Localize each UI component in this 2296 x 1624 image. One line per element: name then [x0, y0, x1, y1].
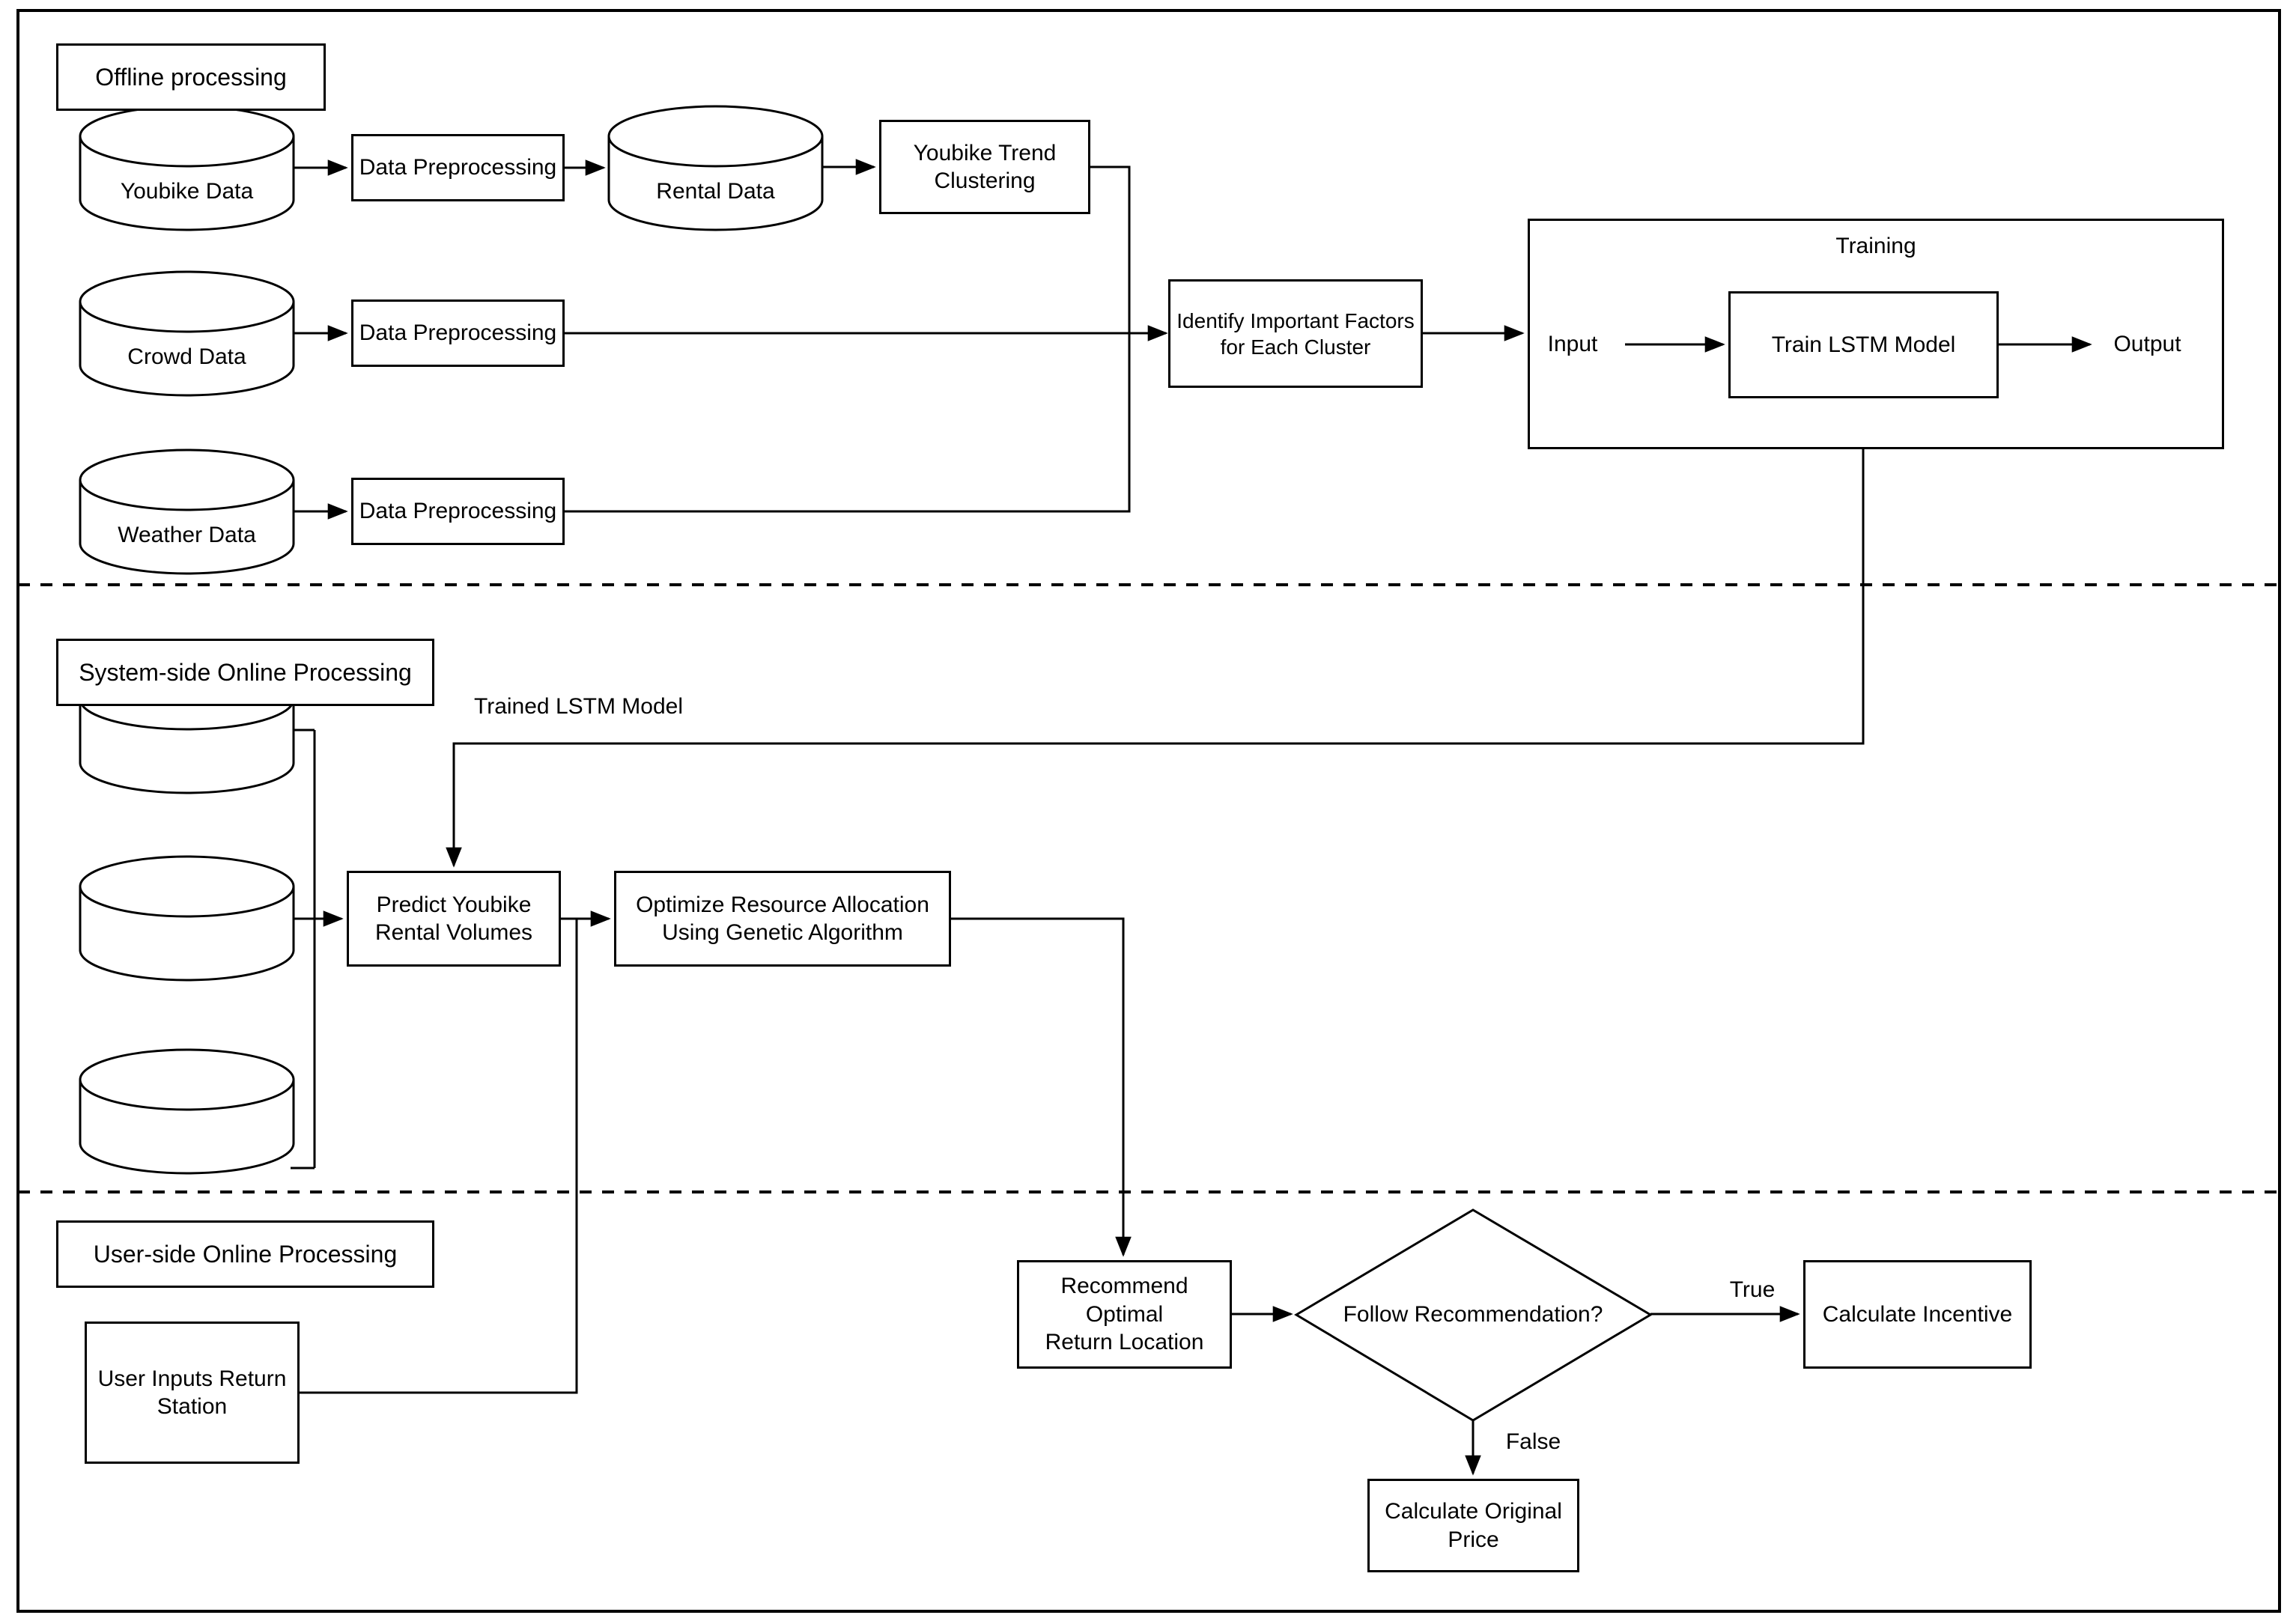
decision-diamond	[1294, 1208, 1653, 1422]
node-data-preprocessing-3: Data Preprocessing	[351, 478, 565, 545]
cylinder-label-weather-data-2	[80, 1107, 294, 1163]
edge-clustering-to-junction	[1090, 165, 1131, 333]
training-container-title: Training	[1835, 234, 1916, 258]
training-output-label: Output	[2113, 332, 2181, 356]
cylinder-youbike-data-1	[79, 105, 295, 231]
node-recommend-location: Recommend Optimal Return Location	[1017, 1260, 1232, 1369]
cylinder-label-weather-data-1: Weather Data	[118, 522, 256, 547]
cylinder-crowd-data-1	[79, 270, 295, 397]
node-predict-rental-volumes: Predict Youbike Rental Volumes	[347, 871, 561, 967]
node-data-preprocessing-2: Data Preprocessing	[351, 299, 565, 367]
section-label-system: System-side Online Processing	[56, 639, 434, 706]
node-calculate-incentive: Calculate Incentive	[1803, 1260, 2032, 1369]
edge-training-to-predict	[446, 449, 1865, 868]
cylinder-weather-data-1	[79, 448, 295, 575]
cylinder-weather-data-2	[79, 1048, 295, 1175]
training-input-label: Input	[1547, 332, 1598, 356]
trained-lstm-model-label: Trained LSTM Model	[474, 694, 683, 719]
node-data-preprocessing-1: Data Preprocessing	[351, 134, 565, 201]
cylinder-label-youbike-data-2	[80, 726, 294, 782]
section-label-offline: Offline processing	[56, 43, 326, 111]
edge-dp3-to-junction	[565, 333, 1131, 513]
false-branch-label: False	[1505, 1429, 1561, 1454]
node-optimize-allocation: Optimize Resource Allocation Using Genet…	[614, 871, 951, 967]
cylinder-rental-data	[607, 105, 824, 231]
decision-label: Follow Recommendation?	[1343, 1302, 1603, 1327]
node-train-lstm-model: Train LSTM Model	[1728, 291, 1999, 398]
node-calculate-original-price: Calculate Original Price	[1367, 1479, 1579, 1572]
true-branch-label: True	[1729, 1277, 1776, 1302]
cylinder-crowd-data-2	[79, 855, 295, 982]
edge-userinput-to-optimize	[300, 919, 578, 1394]
diagram-border	[16, 9, 2281, 1613]
cylinder-label-crowd-data-2	[80, 913, 294, 970]
cylinder-label-rental-data: Rental Data	[656, 178, 775, 204]
cylinder-label-youbike-data-1: Youbike Data	[120, 178, 254, 204]
cylinder-label-crowd-data-1: Crowd Data	[127, 344, 246, 369]
section-label-user: User-side Online Processing	[56, 1220, 434, 1288]
training-container	[1528, 219, 2224, 449]
edge-optimize-to-recommend	[951, 917, 1132, 1257]
node-identify-important-factors: Identify Important Factors for Each Clus…	[1168, 279, 1423, 388]
node-user-inputs-return-station: User Inputs Return Station	[85, 1322, 300, 1464]
node-youbike-trend-clustering: Youbike Trend Clustering	[879, 120, 1090, 214]
